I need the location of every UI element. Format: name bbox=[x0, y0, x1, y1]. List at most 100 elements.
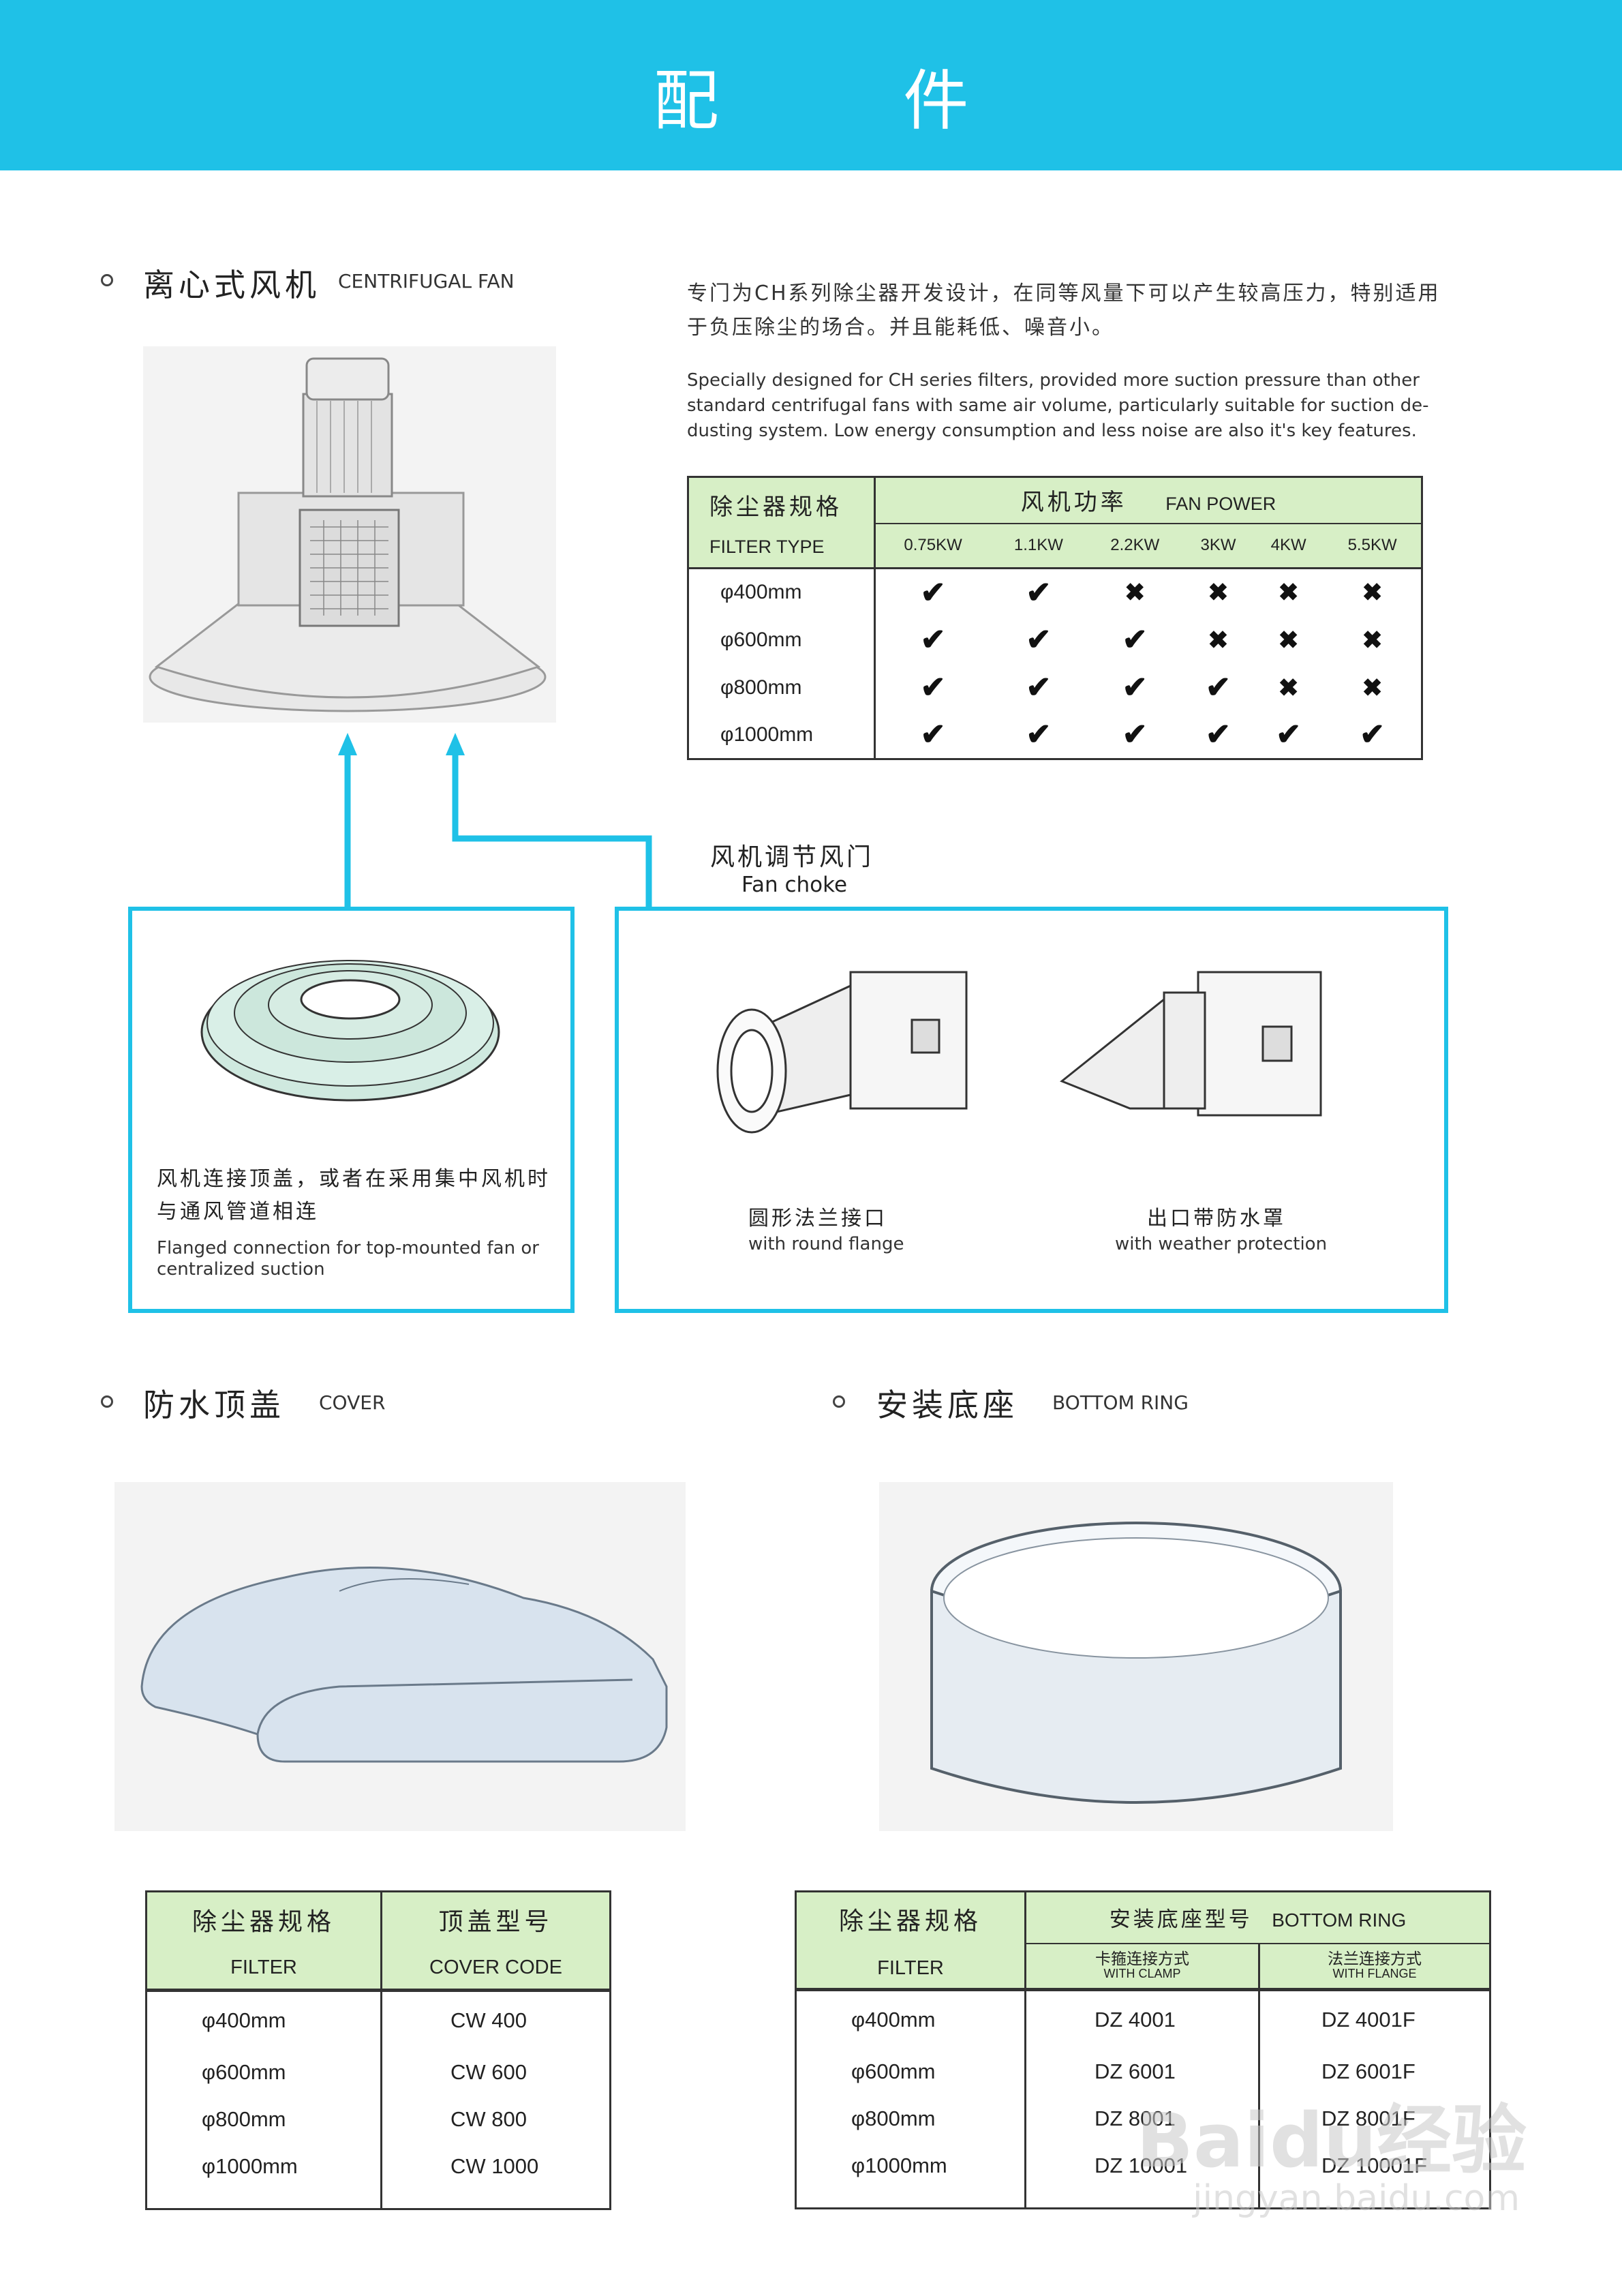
ring-clamp-code: DZ 8001 bbox=[1025, 2095, 1260, 2143]
ring-table-clamp-header: 卡箍连接方式 WITH CLAMP bbox=[1025, 1943, 1260, 1990]
ring-table-model-header: 安装底座型号 BOTTOM RING bbox=[1025, 1891, 1490, 1944]
fan-power-col-2: 2.2KW bbox=[1110, 536, 1160, 555]
cover-code: CW 800 bbox=[450, 2107, 527, 2131]
cross-icon: ✖ bbox=[1208, 578, 1229, 607]
cross-icon: ✖ bbox=[1278, 673, 1299, 701]
bullet-icon bbox=[101, 274, 113, 286]
ring-filter-size: φ600mm bbox=[795, 2048, 1026, 2096]
fan-filter-size: φ400mm bbox=[688, 568, 876, 616]
weather-caption-cn: 出口带防水罩 bbox=[1147, 1207, 1286, 1230]
ring-title-en: BOTTOM RING bbox=[1052, 1391, 1189, 1414]
fan-description-cn: 专门为CH系列除尘器开发设计，在同等风量下可以产生较高压力，特别适用于负压除尘的… bbox=[687, 282, 1441, 339]
fan-power-col-5: 5.5KW bbox=[1347, 536, 1397, 555]
check-icon: ✔ bbox=[1026, 575, 1052, 609]
centrifugal-fan-image bbox=[143, 346, 556, 723]
table-row: φ1000mm✔✔✔✔✔✔ bbox=[688, 711, 1422, 759]
top-cover-caption-en: Flanged connection for top-mounted fan o… bbox=[157, 1238, 539, 1280]
fan-title-en: CENTRIFUGAL FAN bbox=[338, 270, 515, 292]
fan-table-power-header: 风机功率 FAN POWER bbox=[874, 477, 1422, 524]
fan-power-col-3: 3KW bbox=[1200, 536, 1236, 555]
check-icon: ✔ bbox=[1276, 718, 1302, 752]
cross-icon: ✖ bbox=[1278, 625, 1299, 654]
page-title: 配 件 bbox=[653, 63, 1051, 139]
check-icon: ✔ bbox=[1206, 671, 1231, 704]
check-icon: ✔ bbox=[1026, 671, 1052, 704]
cover-code: CW 1000 bbox=[450, 2154, 539, 2178]
table-row: φ600mm CW 600 bbox=[146, 2049, 611, 2096]
fan-table-filter-header: 除尘器规格 FILTER TYPE bbox=[688, 477, 876, 569]
ring-table-filter-header: 除尘器规格 FILTER bbox=[795, 1891, 1026, 1990]
check-icon: ✔ bbox=[1360, 718, 1386, 752]
weather-caption-en: with weather protection bbox=[1115, 1234, 1328, 1254]
check-icon: ✔ bbox=[920, 671, 946, 704]
round-flange-choke-image bbox=[716, 971, 968, 1134]
fan-title-cn: 离心式风机 bbox=[143, 267, 320, 303]
cover-image bbox=[114, 1482, 686, 1831]
cross-icon: ✖ bbox=[1124, 578, 1146, 607]
choke-title-en: Fan choke bbox=[741, 873, 848, 897]
cross-icon: ✖ bbox=[1278, 578, 1299, 607]
ring-flange-code: DZ 4001F bbox=[1321, 2007, 1416, 2031]
ring-clamp-code: DZ 6001 bbox=[1025, 2048, 1260, 2096]
ring-filter-size: φ800mm bbox=[795, 2095, 1026, 2143]
cross-icon: ✖ bbox=[1362, 578, 1383, 607]
check-icon: ✔ bbox=[1206, 718, 1231, 752]
fan-power-table: 除尘器规格 FILTER TYPE 风机功率 FAN POWER 0.75KW 1… bbox=[687, 476, 1423, 760]
fan-filter-size: φ600mm bbox=[688, 616, 876, 664]
check-icon: ✔ bbox=[920, 718, 946, 752]
cover-table-code-header: 顶盖型号 COVER CODE bbox=[429, 1907, 562, 1978]
fan-power-col-4: 4KW bbox=[1270, 536, 1306, 555]
header-banner bbox=[0, 0, 1622, 170]
fan-power-col-0: 0.75KW bbox=[904, 536, 962, 555]
baidu-watermark-logo: Baidu经验 bbox=[1136, 2097, 1527, 2184]
bottom-ring-image bbox=[879, 1482, 1393, 1831]
table-row: φ400mm ✔ ✔ ✖ ✖ ✖ ✖ bbox=[688, 568, 1422, 616]
cover-filter-size: φ600mm bbox=[146, 2049, 382, 2096]
top-cover-image bbox=[200, 960, 500, 1102]
table-row: φ600mm✔✔✔✖✖✖ bbox=[688, 616, 1422, 664]
cover-filter-size: φ1000mm bbox=[146, 2143, 382, 2190]
check-icon: ✔ bbox=[1026, 718, 1052, 752]
top-cover-box: 风机连接顶盖，或者在采用集中风机时与通风管道相连 Flanged connect… bbox=[128, 907, 575, 1313]
cover-title-en: COVER bbox=[319, 1391, 386, 1414]
flange-caption-en: with round flange bbox=[748, 1234, 904, 1254]
fan-choke-box: 圆形法兰接口 with round flange 出口带防水罩 with wea… bbox=[615, 907, 1448, 1313]
fan-description-en: Specially designed for CH series filters… bbox=[687, 370, 1429, 441]
cover-filter-size: φ800mm bbox=[146, 2096, 382, 2143]
cover-table-filter-header: 除尘器规格 FILTER bbox=[146, 1891, 382, 1991]
baidu-watermark-url: jingyan.baidu.com bbox=[1193, 2178, 1520, 2219]
cover-code: CW 600 bbox=[450, 2060, 527, 2084]
choke-title-cn: 风机调节风门 bbox=[710, 843, 874, 871]
check-icon: ✔ bbox=[920, 575, 946, 609]
ring-flange-code: DZ 10001F bbox=[1321, 2154, 1428, 2177]
ring-filter-size: φ400mm bbox=[795, 1989, 1026, 2049]
ring-flange-code: DZ 6001F bbox=[1321, 2059, 1416, 2083]
fan-filter-size: φ800mm bbox=[688, 663, 876, 712]
check-icon: ✔ bbox=[1122, 623, 1148, 656]
ring-clamp-code: DZ 4001 bbox=[1025, 1989, 1260, 2049]
fan-filter-size: φ1000mm bbox=[688, 711, 876, 759]
cover-title-cn: 防水顶盖 bbox=[143, 1387, 285, 1423]
flange-caption-cn: 圆形法兰接口 bbox=[748, 1207, 887, 1230]
bullet-icon bbox=[101, 1395, 113, 1408]
bullet-icon bbox=[833, 1395, 845, 1408]
fan-power-col-1: 1.1KW bbox=[1013, 536, 1063, 555]
cross-icon: ✖ bbox=[1208, 625, 1229, 654]
table-row: φ800mm CW 800 bbox=[146, 2096, 611, 2143]
cover-code: CW 400 bbox=[450, 2008, 527, 2032]
cross-icon: ✖ bbox=[1362, 625, 1383, 654]
table-row: φ1000mm CW 1000 bbox=[146, 2143, 611, 2190]
ring-table-flange-header: 法兰连接方式 WITH FLANGE bbox=[1328, 1949, 1422, 1980]
check-icon: ✔ bbox=[920, 623, 946, 656]
check-icon: ✔ bbox=[1122, 671, 1148, 704]
top-cover-caption-cn: 风机连接顶盖，或者在采用集中风机时与通风管道相连 bbox=[157, 1167, 551, 1224]
ring-filter-size: φ1000mm bbox=[795, 2142, 1026, 2190]
ring-title-cn: 安装底座 bbox=[876, 1387, 1018, 1423]
